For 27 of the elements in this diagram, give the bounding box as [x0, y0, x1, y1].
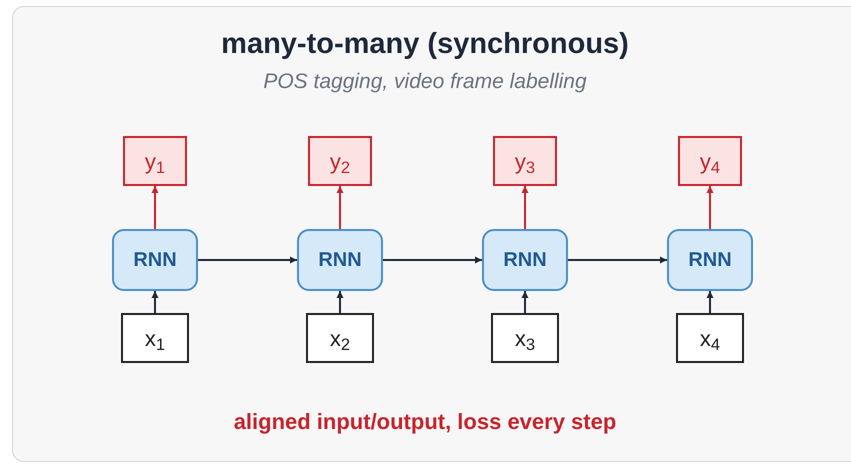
rnn-cell-box [482, 229, 568, 291]
output-box [308, 136, 372, 186]
input-box [491, 313, 559, 363]
caption: aligned input/output, loss every step [232, 408, 618, 436]
input-box [676, 313, 744, 363]
output-box [493, 136, 557, 186]
node-label: y$_{2}$ [330, 148, 350, 178]
node-label: x$_{2}$ [330, 324, 350, 354]
node-label: y$_{1}$ [144, 148, 166, 178]
node-label: x$_{4}$ [700, 324, 720, 354]
subtitle: POS tagging, video frame labelling [262, 69, 588, 95]
input-box [121, 313, 189, 363]
node-label: y$_{3}$ [514, 148, 536, 178]
node-label: x$_{3}$ [514, 324, 536, 354]
node-label: RNN [133, 248, 177, 273]
rnn-cell-box [112, 229, 198, 291]
output-box [123, 136, 187, 186]
output-box [678, 136, 742, 186]
node-label: y$_{4}$ [700, 148, 720, 178]
rnn-cell-box [297, 229, 383, 291]
node-label: RNN [318, 248, 362, 273]
input-box [306, 313, 374, 363]
title: many-to-many (synchronous) [220, 27, 630, 62]
node-label: x$_{1}$ [144, 324, 166, 354]
node-label: RNN [503, 248, 547, 273]
node-label: RNN [688, 248, 732, 273]
rnn-cell-box [667, 229, 753, 291]
